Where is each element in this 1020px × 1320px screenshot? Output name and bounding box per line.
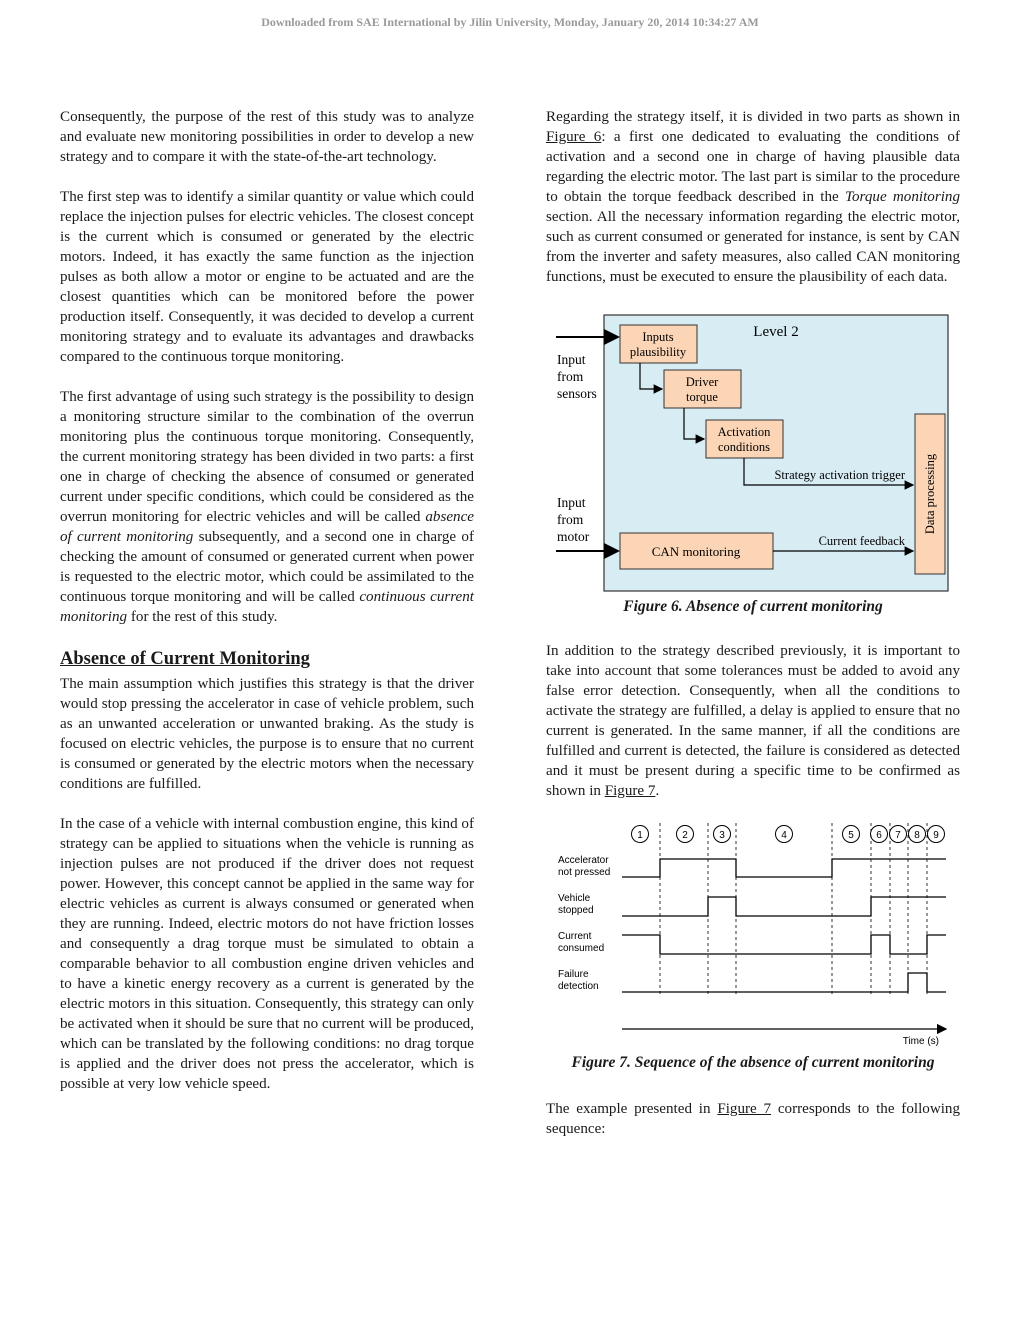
paragraph: In the case of a vehicle with internal c… bbox=[60, 816, 474, 1092]
input-label: motor bbox=[557, 529, 590, 544]
section-heading: Absence of Current Monitoring bbox=[60, 649, 310, 669]
can-monitoring-box bbox=[619, 532, 774, 570]
figure-6-link[interactable]: Figure 6 bbox=[546, 129, 602, 145]
box-label: Inputs bbox=[642, 330, 673, 344]
phase-circle bbox=[775, 825, 793, 843]
figure-7-link[interactable]: Figure 7 bbox=[717, 1101, 772, 1117]
phase-number: 6 bbox=[876, 830, 882, 841]
phase-divider-lines bbox=[659, 823, 928, 996]
paragraph: The first advantage of using such strate… bbox=[60, 389, 474, 625]
flow-arrow bbox=[683, 408, 706, 444]
signal-label: Vehicle bbox=[558, 893, 591, 904]
phase-number: 7 bbox=[895, 830, 901, 841]
phase-circle bbox=[842, 825, 860, 843]
paragraph: The example presented in Figure 7 corres… bbox=[546, 1101, 961, 1137]
signal-label: Failure bbox=[558, 969, 589, 980]
signal-label: not pressed bbox=[558, 867, 610, 878]
phase-circle bbox=[713, 825, 731, 843]
box-label: CAN monitoring bbox=[652, 544, 741, 559]
input-label: from bbox=[557, 369, 584, 384]
input-label: from bbox=[557, 512, 584, 527]
phase-number: 4 bbox=[781, 830, 787, 841]
vehicle-stopped-signal bbox=[622, 896, 946, 917]
left-column: Consequently, the purpose of the rest of… bbox=[60, 107, 474, 1114]
accelerator-signal bbox=[622, 858, 946, 878]
figure-6-caption: Figure 6. Absence of current monitoring bbox=[623, 598, 883, 615]
phase-circle bbox=[870, 825, 888, 843]
phase-number: 8 bbox=[914, 830, 920, 841]
paragraph: In addition to the strategy described pr… bbox=[546, 643, 960, 799]
paragraph: Regarding the strategy itself, it is div… bbox=[546, 109, 960, 285]
input-label: Input bbox=[557, 352, 586, 367]
signal-label: Accelerator bbox=[558, 855, 609, 866]
trigger-arrow bbox=[743, 458, 915, 490]
inputs-plausibility-box bbox=[619, 324, 698, 364]
figure-7-link[interactable]: Figure 7 bbox=[604, 783, 656, 799]
download-header: Downloaded from SAE International by Jil… bbox=[261, 15, 759, 29]
right-column: Regarding the strategy itself, it is div… bbox=[546, 107, 960, 1159]
flow-arrow bbox=[639, 363, 664, 394]
figure-6-diagram: Level 2 Inputs plausibility Driver torqu… bbox=[556, 314, 949, 592]
current-consumed-signal bbox=[622, 934, 946, 955]
paragraph: The main assumption which justifies this… bbox=[60, 676, 474, 792]
phase-circle bbox=[908, 825, 926, 843]
level-label: Level 2 bbox=[753, 324, 798, 340]
feedback-label: Current feedback bbox=[819, 534, 906, 548]
box-label: Driver bbox=[686, 375, 719, 389]
signal-label: detection bbox=[558, 981, 599, 992]
phase-number: 1 bbox=[637, 830, 643, 841]
failure-detection-signal bbox=[622, 972, 946, 993]
box-label: conditions bbox=[718, 440, 770, 454]
phase-circle bbox=[889, 825, 907, 843]
paragraph: The first step was to identify a similar… bbox=[60, 189, 474, 365]
phase-number: 9 bbox=[933, 830, 939, 841]
box-label: torque bbox=[686, 390, 718, 404]
phase-number: 3 bbox=[719, 830, 725, 841]
input-label: sensors bbox=[557, 386, 597, 401]
data-processing-box bbox=[914, 413, 946, 575]
trigger-label: Strategy activation trigger bbox=[774, 468, 905, 482]
box-label: Data processing bbox=[923, 453, 937, 534]
signal-label: stopped bbox=[558, 905, 594, 916]
figure-7-caption: Figure 7. Sequence of the absence of cur… bbox=[571, 1054, 935, 1071]
phase-circle bbox=[676, 825, 694, 843]
phase-circle bbox=[631, 825, 649, 843]
phase-number: 5 bbox=[848, 830, 854, 841]
driver-torque-box bbox=[663, 369, 742, 409]
figure-7-timing-diagram: 1 2 3 4 5 6 7 8 9 Accelerator not pressed Vehicl… bbox=[558, 823, 948, 1047]
time-axis-label: Time (s) bbox=[903, 1036, 939, 1047]
signal-label: Current bbox=[558, 931, 592, 942]
phase-markers: 1 2 3 4 5 6 7 8 9 bbox=[631, 825, 945, 843]
input-label: Input bbox=[557, 495, 586, 510]
signal-label: consumed bbox=[558, 943, 604, 954]
paragraph: Consequently, the purpose of the rest of… bbox=[60, 109, 474, 165]
phase-circle bbox=[927, 825, 945, 843]
phase-number: 2 bbox=[682, 830, 688, 841]
box-label: plausibility bbox=[630, 345, 687, 359]
activation-conditions-box bbox=[705, 419, 784, 459]
box-label: Activation bbox=[718, 425, 772, 439]
